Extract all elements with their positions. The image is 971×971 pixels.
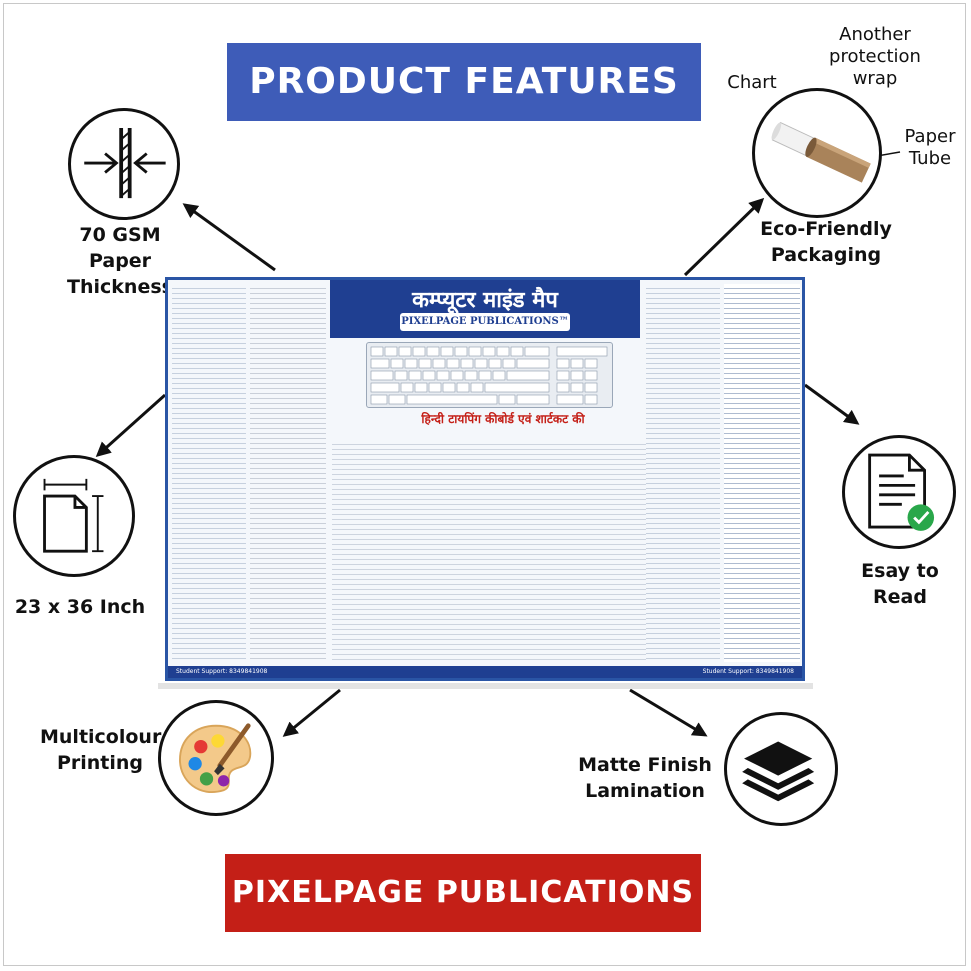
poster-col-left bbox=[172, 284, 246, 662]
poster-title: कम्प्यूटर माइंड मैप bbox=[412, 288, 558, 313]
publisher-banner: PIXELPAGE PUBLICATIONS bbox=[225, 854, 701, 932]
keyboard-icon bbox=[370, 346, 608, 405]
eco-circle bbox=[752, 88, 882, 218]
image-frame bbox=[3, 3, 966, 966]
poster-shadow bbox=[158, 683, 813, 689]
arrow-gsm bbox=[182, 203, 276, 272]
compress-icon bbox=[84, 128, 166, 199]
poster-col-left2 bbox=[250, 284, 326, 662]
poster-preview: कम्प्यूटर माइंड मैप PIXELPAGE PUBLICATIO… bbox=[165, 277, 805, 681]
poster-footer-bar: Student Support: 8349841908 Student Supp… bbox=[168, 666, 802, 678]
multicolour-circle bbox=[158, 700, 274, 816]
arrow-eco bbox=[683, 197, 765, 277]
poster-col-right2 bbox=[724, 284, 800, 662]
arrow-multicolour bbox=[282, 688, 341, 737]
arrow-size bbox=[95, 393, 167, 458]
product-features-banner: PRODUCT FEATURES bbox=[227, 43, 701, 121]
gsm-circle bbox=[68, 108, 180, 220]
layers-icon bbox=[742, 741, 815, 802]
easy-circle bbox=[842, 435, 956, 549]
document-check-icon bbox=[868, 453, 935, 531]
poster-footer-right: Student Support: 8349841908 bbox=[702, 668, 794, 675]
document-size-icon bbox=[43, 478, 104, 553]
poster-subtitle: हिन्दी टायपिंग कीबोर्ड एवं शार्टकट की bbox=[421, 412, 585, 426]
poster-col-right bbox=[646, 284, 720, 662]
arrow-matte bbox=[629, 688, 708, 737]
poster-footer-left: Student Support: 8349841908 bbox=[176, 668, 268, 675]
poster-header: कम्प्यूटर माइंड मैप PIXELPAGE PUBLICATIO… bbox=[330, 280, 640, 338]
paper-tube-icon bbox=[771, 121, 871, 183]
palette-icon bbox=[179, 723, 252, 793]
poster-publisher: PIXELPAGE PUBLICATIONS™ bbox=[400, 313, 570, 331]
chart-note: Chart bbox=[727, 72, 777, 93]
keyboard-illustration bbox=[366, 342, 613, 408]
poster-col-mid bbox=[332, 440, 650, 662]
arrow-easy bbox=[804, 383, 860, 425]
size-label: 23 x 36 Inch bbox=[14, 596, 146, 618]
matte-circle bbox=[724, 712, 838, 826]
size-circle bbox=[13, 455, 135, 577]
